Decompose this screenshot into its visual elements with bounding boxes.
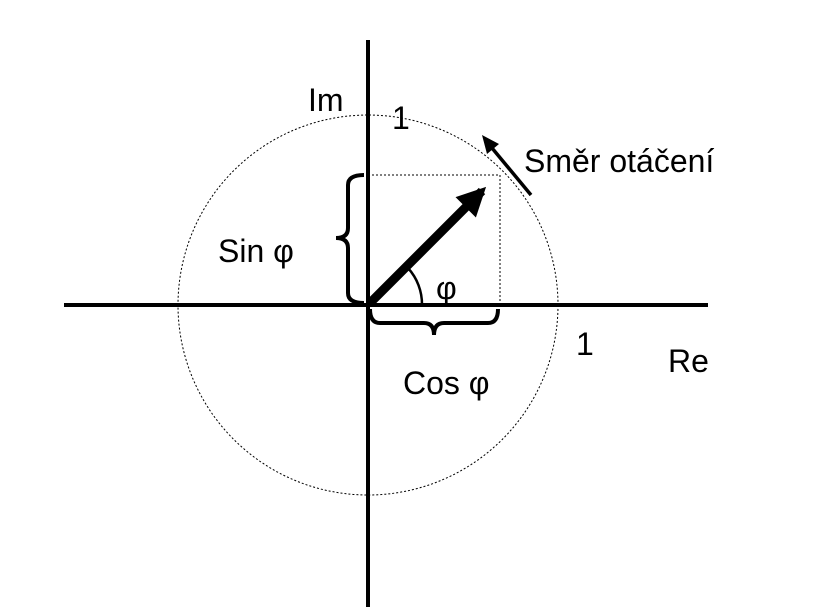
angle-label: φ xyxy=(436,270,457,306)
real-axis-label: Re xyxy=(668,343,709,379)
angle-arc xyxy=(407,267,424,306)
phasor-arrow xyxy=(366,186,487,307)
imaginary-axis-label: Im xyxy=(308,82,344,118)
sine-brace xyxy=(335,173,365,305)
cosine-brace xyxy=(368,308,500,336)
real-unit-label: 1 xyxy=(576,326,594,362)
imaginary-unit-label: 1 xyxy=(392,100,410,136)
sine-label: Sin φ xyxy=(218,233,294,269)
rotation-direction-arrow xyxy=(482,135,533,197)
rotation-direction-label: Směr otáčení xyxy=(524,143,714,179)
cosine-label: Cos φ xyxy=(403,365,490,401)
